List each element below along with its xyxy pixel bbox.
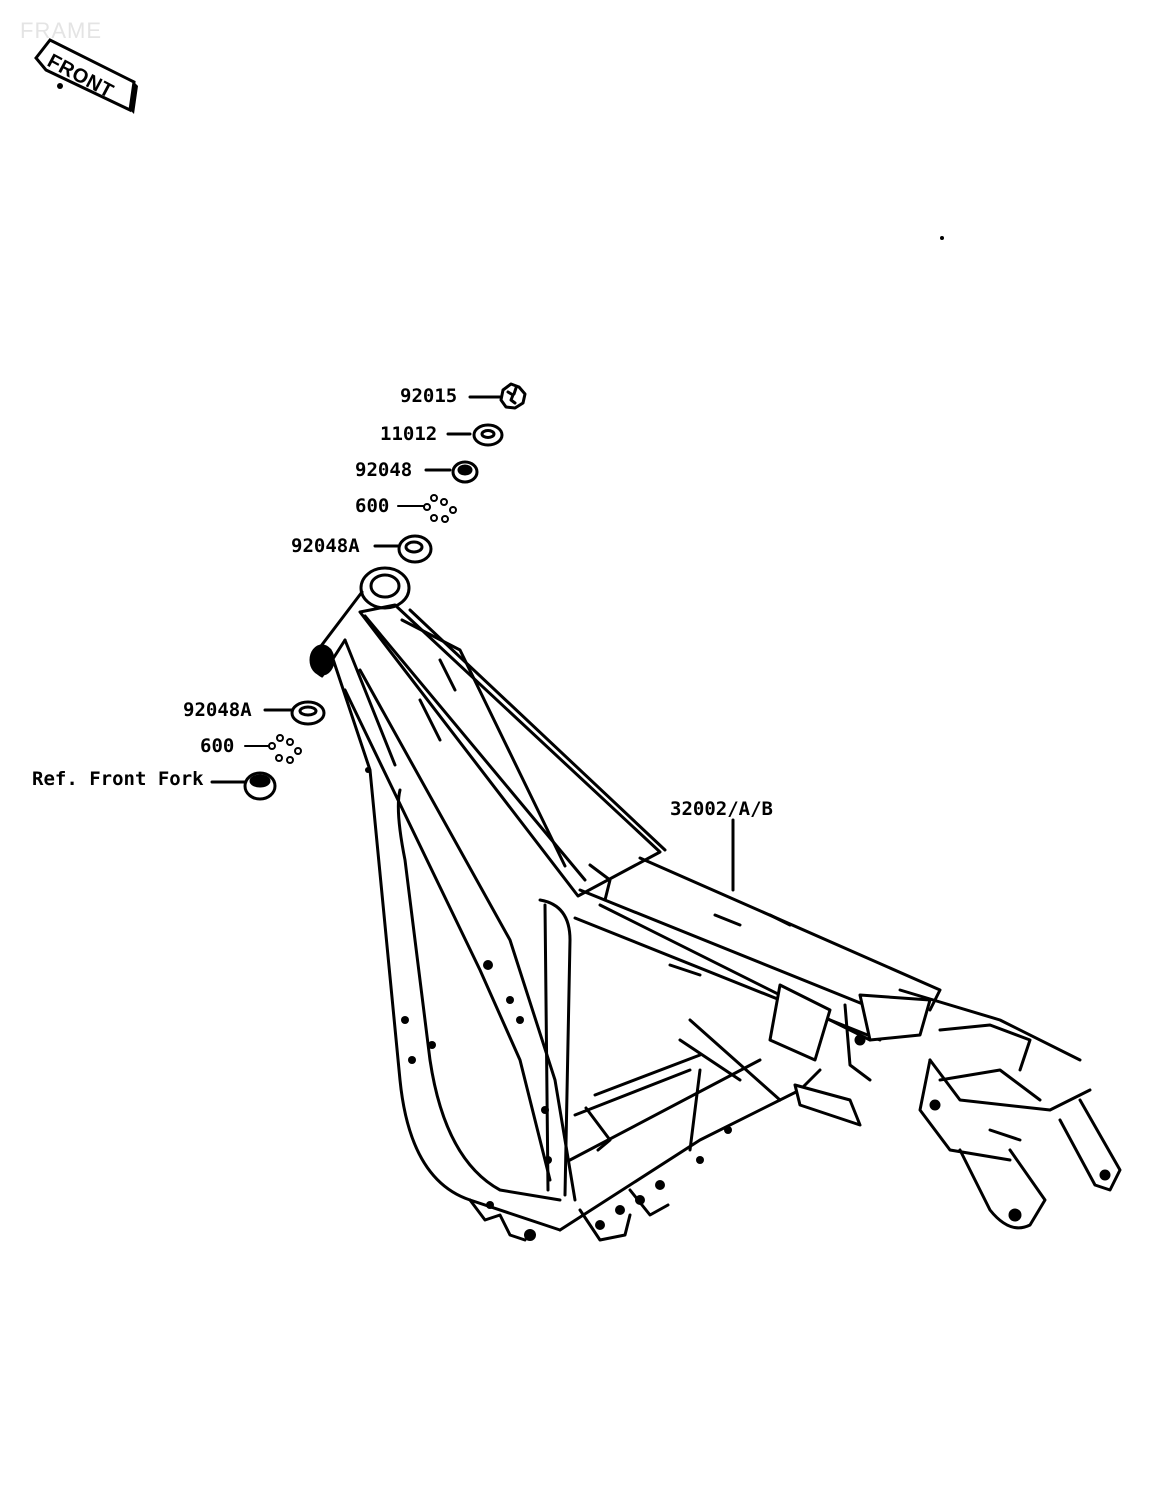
callout-600-lower: 600: [200, 735, 235, 757]
race-92048A-upper-part: [373, 534, 433, 564]
steel-balls-600-upper-part: [397, 494, 457, 523]
washer-11012-part: [446, 423, 504, 447]
callout-92015: 92015: [400, 385, 458, 407]
callout-92048: 92048: [355, 459, 413, 481]
race-92048A-lower-part: [263, 700, 326, 726]
callout-11012: 11012: [380, 423, 438, 445]
watermark-text: FRAME: [20, 18, 102, 43]
callout-92048A-lower: 92048A: [183, 699, 252, 721]
steel-balls-600-lower-part: [244, 734, 302, 764]
nut-92015-part: [468, 382, 527, 410]
front-arrow-icon: [34, 38, 138, 114]
callout-frame-32002: 32002/A/B: [670, 798, 773, 820]
callout-600-upper: 600: [355, 495, 390, 517]
motorcycle-frame-part: [309, 566, 1122, 1242]
callout-ref-front-fork: Ref. Front Fork: [32, 768, 204, 790]
race-92048-part: [424, 460, 479, 484]
callout-92048A-upper: 92048A: [291, 535, 360, 557]
front-fork-ref-part: [210, 771, 277, 801]
